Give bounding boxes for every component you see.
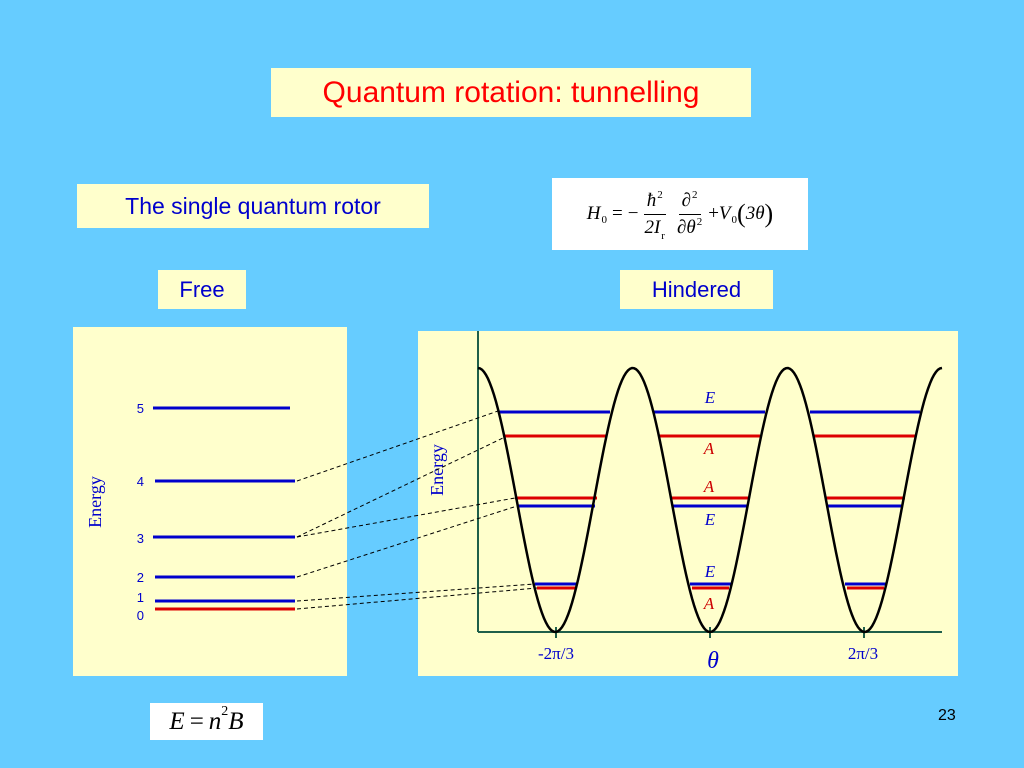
- free-label: Free: [158, 270, 246, 309]
- formula-I-sub: r: [661, 229, 665, 242]
- formula-dtheta-sup: 2: [696, 215, 703, 228]
- formula-partial-sup: 2: [692, 188, 698, 201]
- energy-formula-B: B: [228, 707, 244, 735]
- formula-H-sub: 0: [601, 214, 608, 226]
- energy-formula-n-sup: 2: [221, 703, 229, 719]
- free-rotor-panel: [73, 327, 347, 676]
- formula-equals: =: [612, 203, 623, 224]
- formula-V: V: [718, 203, 731, 224]
- formula-hbar-sup: 2: [657, 188, 663, 201]
- hindered-label: Hindered: [620, 270, 773, 309]
- formula-fraction-1: ħ2 2Ir: [641, 188, 668, 242]
- slide-title: Quantum rotation: tunnelling: [271, 68, 751, 117]
- hindered-rotor-panel: [418, 331, 958, 676]
- formula-open-paren: (: [737, 199, 746, 228]
- energy-formula-E: E: [169, 707, 185, 735]
- formula-plus: +: [708, 203, 719, 224]
- energy-formula-equals: =: [189, 707, 204, 735]
- formula-close-paren: ): [764, 199, 774, 228]
- page-number: 23: [938, 707, 956, 724]
- energy-formula-n: n: [208, 707, 222, 735]
- formula-dtheta: ∂θ: [676, 216, 696, 238]
- formula-fraction-2: ∂2 ∂θ2: [674, 188, 705, 239]
- formula-2I: 2I: [644, 216, 661, 238]
- formula-hbar: ħ: [646, 189, 657, 211]
- formula-arg: 3θ: [745, 203, 765, 224]
- formula-minus: −: [627, 203, 639, 224]
- formula-partial: ∂: [681, 189, 692, 211]
- formula-V-sub: 0: [731, 214, 738, 226]
- subtitle-box: The single quantum rotor: [77, 184, 429, 228]
- formula-H: H: [586, 203, 601, 224]
